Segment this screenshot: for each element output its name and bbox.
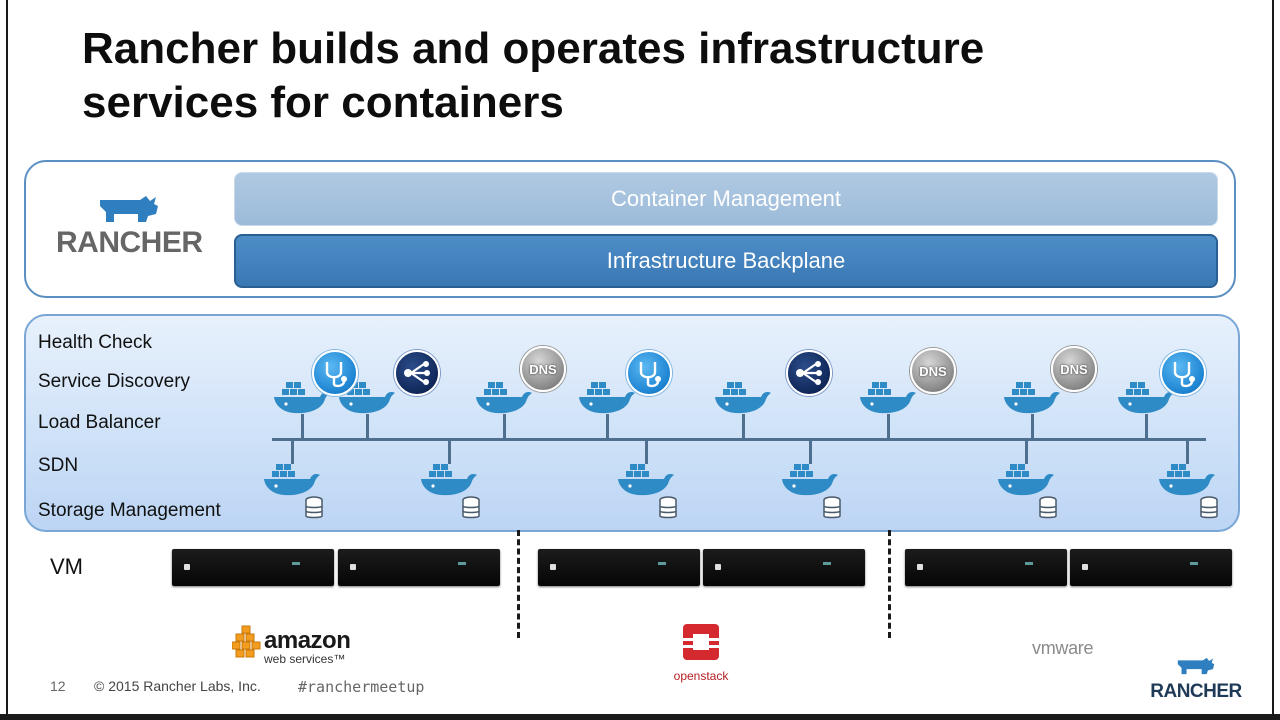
provider-divider (888, 530, 891, 638)
page-number: 12 (50, 678, 66, 694)
docker-whale-icon (1116, 378, 1176, 416)
aws-subtitle: web services™ (264, 652, 346, 666)
storage-volume-icon (304, 496, 324, 520)
network-link (1186, 440, 1189, 464)
label-health-check: Health Check (38, 332, 153, 353)
server-led (1082, 564, 1088, 570)
server-port (1025, 562, 1033, 565)
server-port (458, 562, 466, 565)
network-link (809, 440, 812, 464)
copyright-text: © 2015 Rancher Labs, Inc. (94, 678, 261, 694)
vm-server (703, 549, 865, 586)
storage-volume-icon (461, 496, 481, 520)
server-led (350, 564, 356, 570)
server-led (917, 564, 923, 570)
vm-server (538, 549, 700, 586)
docker-whale-icon (616, 460, 676, 498)
dns-icon: DNS (1051, 346, 1097, 392)
slide-bottom-border (0, 714, 1280, 720)
amazon-web-services-logo: amazon web services™ (231, 624, 351, 666)
rancher-bull-icon (99, 196, 158, 222)
provider-divider (517, 530, 520, 638)
network-link (887, 414, 890, 438)
dns-label: DNS (529, 361, 557, 377)
server-port (658, 562, 666, 565)
network-link (1031, 414, 1034, 438)
docker-whale-icon (713, 378, 773, 416)
infrastructure-services-panel: Health Check Service Discovery Load Bala… (24, 314, 1240, 532)
network-link (606, 414, 609, 438)
dns-label: DNS (1060, 361, 1088, 377)
openstack-logo: openstack (668, 622, 734, 683)
health-check-icon (626, 350, 672, 396)
label-storage-management: Storage Management (38, 500, 221, 521)
slide-title: Rancher builds and operates infrastructu… (82, 22, 1202, 130)
server-led (715, 564, 721, 570)
docker-whale-icon (780, 460, 840, 498)
network-link (742, 414, 745, 438)
slide-right-border (1272, 0, 1274, 720)
network-link (503, 414, 506, 438)
server-led (550, 564, 556, 570)
vm-server (1070, 549, 1232, 586)
slide-title-line-1: Rancher builds and operates infrastructu… (82, 24, 985, 73)
rancher-bull-icon (1177, 657, 1215, 675)
network-link (645, 440, 648, 464)
health-check-icon (1160, 350, 1206, 396)
rancher-footer-logo: RANCHER (1144, 656, 1248, 703)
docker-whale-icon (474, 378, 534, 416)
rancher-platform-box: RANCHER Container Management Infrastruct… (24, 160, 1236, 298)
storage-volume-icon (1038, 496, 1058, 520)
openstack-icon (681, 624, 721, 660)
vm-server (338, 549, 500, 586)
vm-server (905, 549, 1067, 586)
infrastructure-backplane-layer: Infrastructure Backplane (234, 234, 1218, 288)
rancher-logo: RANCHER (56, 194, 203, 260)
network-link (1025, 440, 1028, 464)
storage-volume-icon (658, 496, 678, 520)
docker-whale-icon (1157, 460, 1217, 498)
label-sdn: SDN (38, 455, 79, 476)
docker-whale-icon (262, 460, 322, 498)
slide-left-border (6, 0, 8, 720)
dns-icon: DNS (520, 346, 566, 392)
docker-whale-icon (1002, 378, 1062, 416)
hashtag-text: #ranchermeetup (298, 678, 425, 696)
dns-icon: DNS (910, 348, 956, 394)
vm-server (172, 549, 334, 586)
network-link (1145, 414, 1148, 438)
container-management-layer: Container Management (234, 172, 1218, 226)
storage-volume-icon (822, 496, 842, 520)
rancher-footer-logo-text: RANCHER (1150, 681, 1242, 702)
docker-whale-icon (272, 378, 332, 416)
network-link (301, 414, 304, 438)
network-link (366, 414, 369, 438)
label-load-balancer: Load Balancer (38, 412, 161, 433)
rancher-logo-text: RANCHER (56, 226, 203, 259)
load-balancer-icon (394, 350, 440, 396)
docker-whale-icon (996, 460, 1056, 498)
sdn-network-bus (272, 438, 1206, 441)
docker-whale-icon (419, 460, 479, 498)
network-link (291, 440, 294, 464)
dns-label: DNS (919, 363, 947, 379)
server-port (1190, 562, 1198, 565)
network-link (448, 440, 451, 464)
vmware-logo: vmware (1032, 638, 1094, 658)
aws-wordmark: amazon (264, 627, 351, 654)
vm-label: VM (50, 554, 83, 579)
aws-cubes-icon (231, 625, 261, 658)
label-service-discovery: Service Discovery (38, 371, 191, 392)
openstack-wordmark: openstack (673, 669, 729, 683)
server-led (184, 564, 190, 570)
docker-whale-icon (577, 378, 637, 416)
slide-title-line-2: services for containers (82, 78, 564, 127)
storage-volume-icon (1199, 496, 1219, 520)
server-port (292, 562, 300, 565)
server-port (823, 562, 831, 565)
docker-whale-icon (858, 378, 918, 416)
health-check-icon (312, 350, 358, 396)
load-balancer-icon (786, 350, 832, 396)
